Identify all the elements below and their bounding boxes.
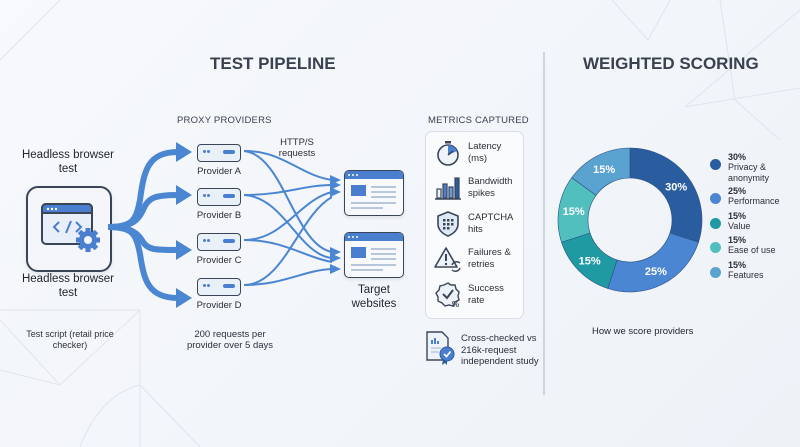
bar-chart-icon: [435, 177, 461, 200]
svg-text:%: %: [452, 300, 459, 309]
metric-label: Bandwidth spikes: [468, 176, 513, 199]
legend-swatch: [710, 218, 721, 229]
provider-a: Provider A: [184, 144, 254, 177]
legend-swatch: [710, 242, 721, 253]
server-icon: [197, 188, 241, 206]
metric-label: CAPTCHA hits: [468, 212, 513, 235]
provider-label: Provider C: [196, 255, 242, 266]
arrow-head: [176, 142, 192, 162]
legend-label: Privacy & anonymity: [728, 162, 770, 183]
target-website-2: [344, 232, 404, 278]
target-websites-label: Target websites: [351, 284, 397, 310]
legend-percent: 15%: [728, 260, 747, 270]
provider-label: Provider D: [196, 300, 242, 311]
request-arrows: [244, 150, 341, 286]
target-website-1: [344, 170, 404, 216]
legend-label: Ease of use: [728, 245, 776, 255]
metric-label: Success rate: [468, 283, 504, 306]
provider-b: Provider B: [184, 188, 254, 221]
http-requests-label: HTTP/S requests: [278, 137, 316, 159]
providers-caption: 200 requests per provider over 5 days: [186, 329, 274, 351]
scoring-donut-chart: 30% 25% 15% 15% 15%: [557, 147, 703, 293]
legend-percent: 25%: [728, 186, 747, 196]
metric-latency: Latency (ms): [434, 139, 522, 171]
donut-slice-label: 30%: [665, 181, 687, 193]
legend-label: Performance: [728, 196, 780, 206]
legend-percent: 15%: [728, 211, 747, 221]
headless-bottom-label: Headless browser test: [21, 273, 115, 299]
metrics-captured-label: METRICS CAPTURED: [428, 115, 529, 126]
certified-document-icon: [426, 331, 455, 365]
badge-check-percent-icon: %: [435, 282, 460, 309]
arrow-head: [176, 185, 192, 205]
metric-bandwidth: Bandwidth spikes: [434, 174, 522, 206]
provider-label: Provider B: [196, 210, 242, 221]
legend-percent: 15%: [728, 235, 747, 245]
donut-slice-privacy-anonymity: [629, 147, 703, 243]
provider-label: Provider A: [197, 166, 241, 177]
warning-retry-icon: [434, 247, 461, 272]
metrics-panel: Latency (ms) Bandwidth spikes CAPTCHA hi…: [425, 131, 524, 319]
browser-code-gear-icon: [41, 203, 100, 252]
legend-swatch: [710, 193, 721, 204]
scoring-caption: How we score providers: [592, 326, 694, 337]
legend-label: Features: [728, 270, 764, 280]
metric-label: Failures & retries: [468, 247, 511, 270]
donut-slice-label: 15%: [563, 206, 585, 218]
server-icon: [197, 278, 241, 296]
shield-captcha-icon: [437, 211, 459, 237]
section-divider: [543, 52, 545, 395]
legend-swatch: [710, 267, 721, 278]
legend-label: Value: [728, 221, 751, 231]
donut-slice-label: 25%: [645, 266, 667, 278]
arrow-head: [176, 240, 192, 260]
proxy-providers-label: PROXY PROVIDERS: [177, 115, 272, 126]
metric-success: % Success rate: [434, 281, 522, 313]
legend-percent: 30%: [728, 152, 747, 162]
pipeline-title: TEST PIPELINE: [210, 54, 336, 73]
test-script-caption: Test script (retail price checker): [26, 329, 114, 350]
scoring-title: WEIGHTED SCORING: [583, 54, 759, 73]
fanout-arrows: [108, 142, 192, 308]
donut-slice-label: 15%: [593, 164, 615, 176]
legend-swatch: [710, 159, 721, 170]
metric-captcha: CAPTCHA hits: [434, 210, 522, 242]
headless-top-label: Headless browser test: [21, 149, 115, 175]
provider-c: Provider C: [184, 233, 254, 266]
donut-slice-performance: [607, 232, 699, 293]
crosscheck-label: Cross-checked vs 216k-request independen…: [461, 333, 539, 367]
donut-slice-features: [571, 147, 631, 196]
server-icon: [197, 144, 241, 162]
provider-d: Provider D: [184, 278, 254, 311]
stopwatch-icon: [437, 141, 459, 166]
headless-browser-box: [26, 186, 112, 272]
metric-failures: Failures & retries: [434, 245, 522, 277]
metric-label: Latency (ms): [468, 141, 502, 164]
donut-slice-label: 15%: [579, 255, 601, 267]
server-icon: [197, 233, 241, 251]
arrow-head: [176, 288, 192, 308]
